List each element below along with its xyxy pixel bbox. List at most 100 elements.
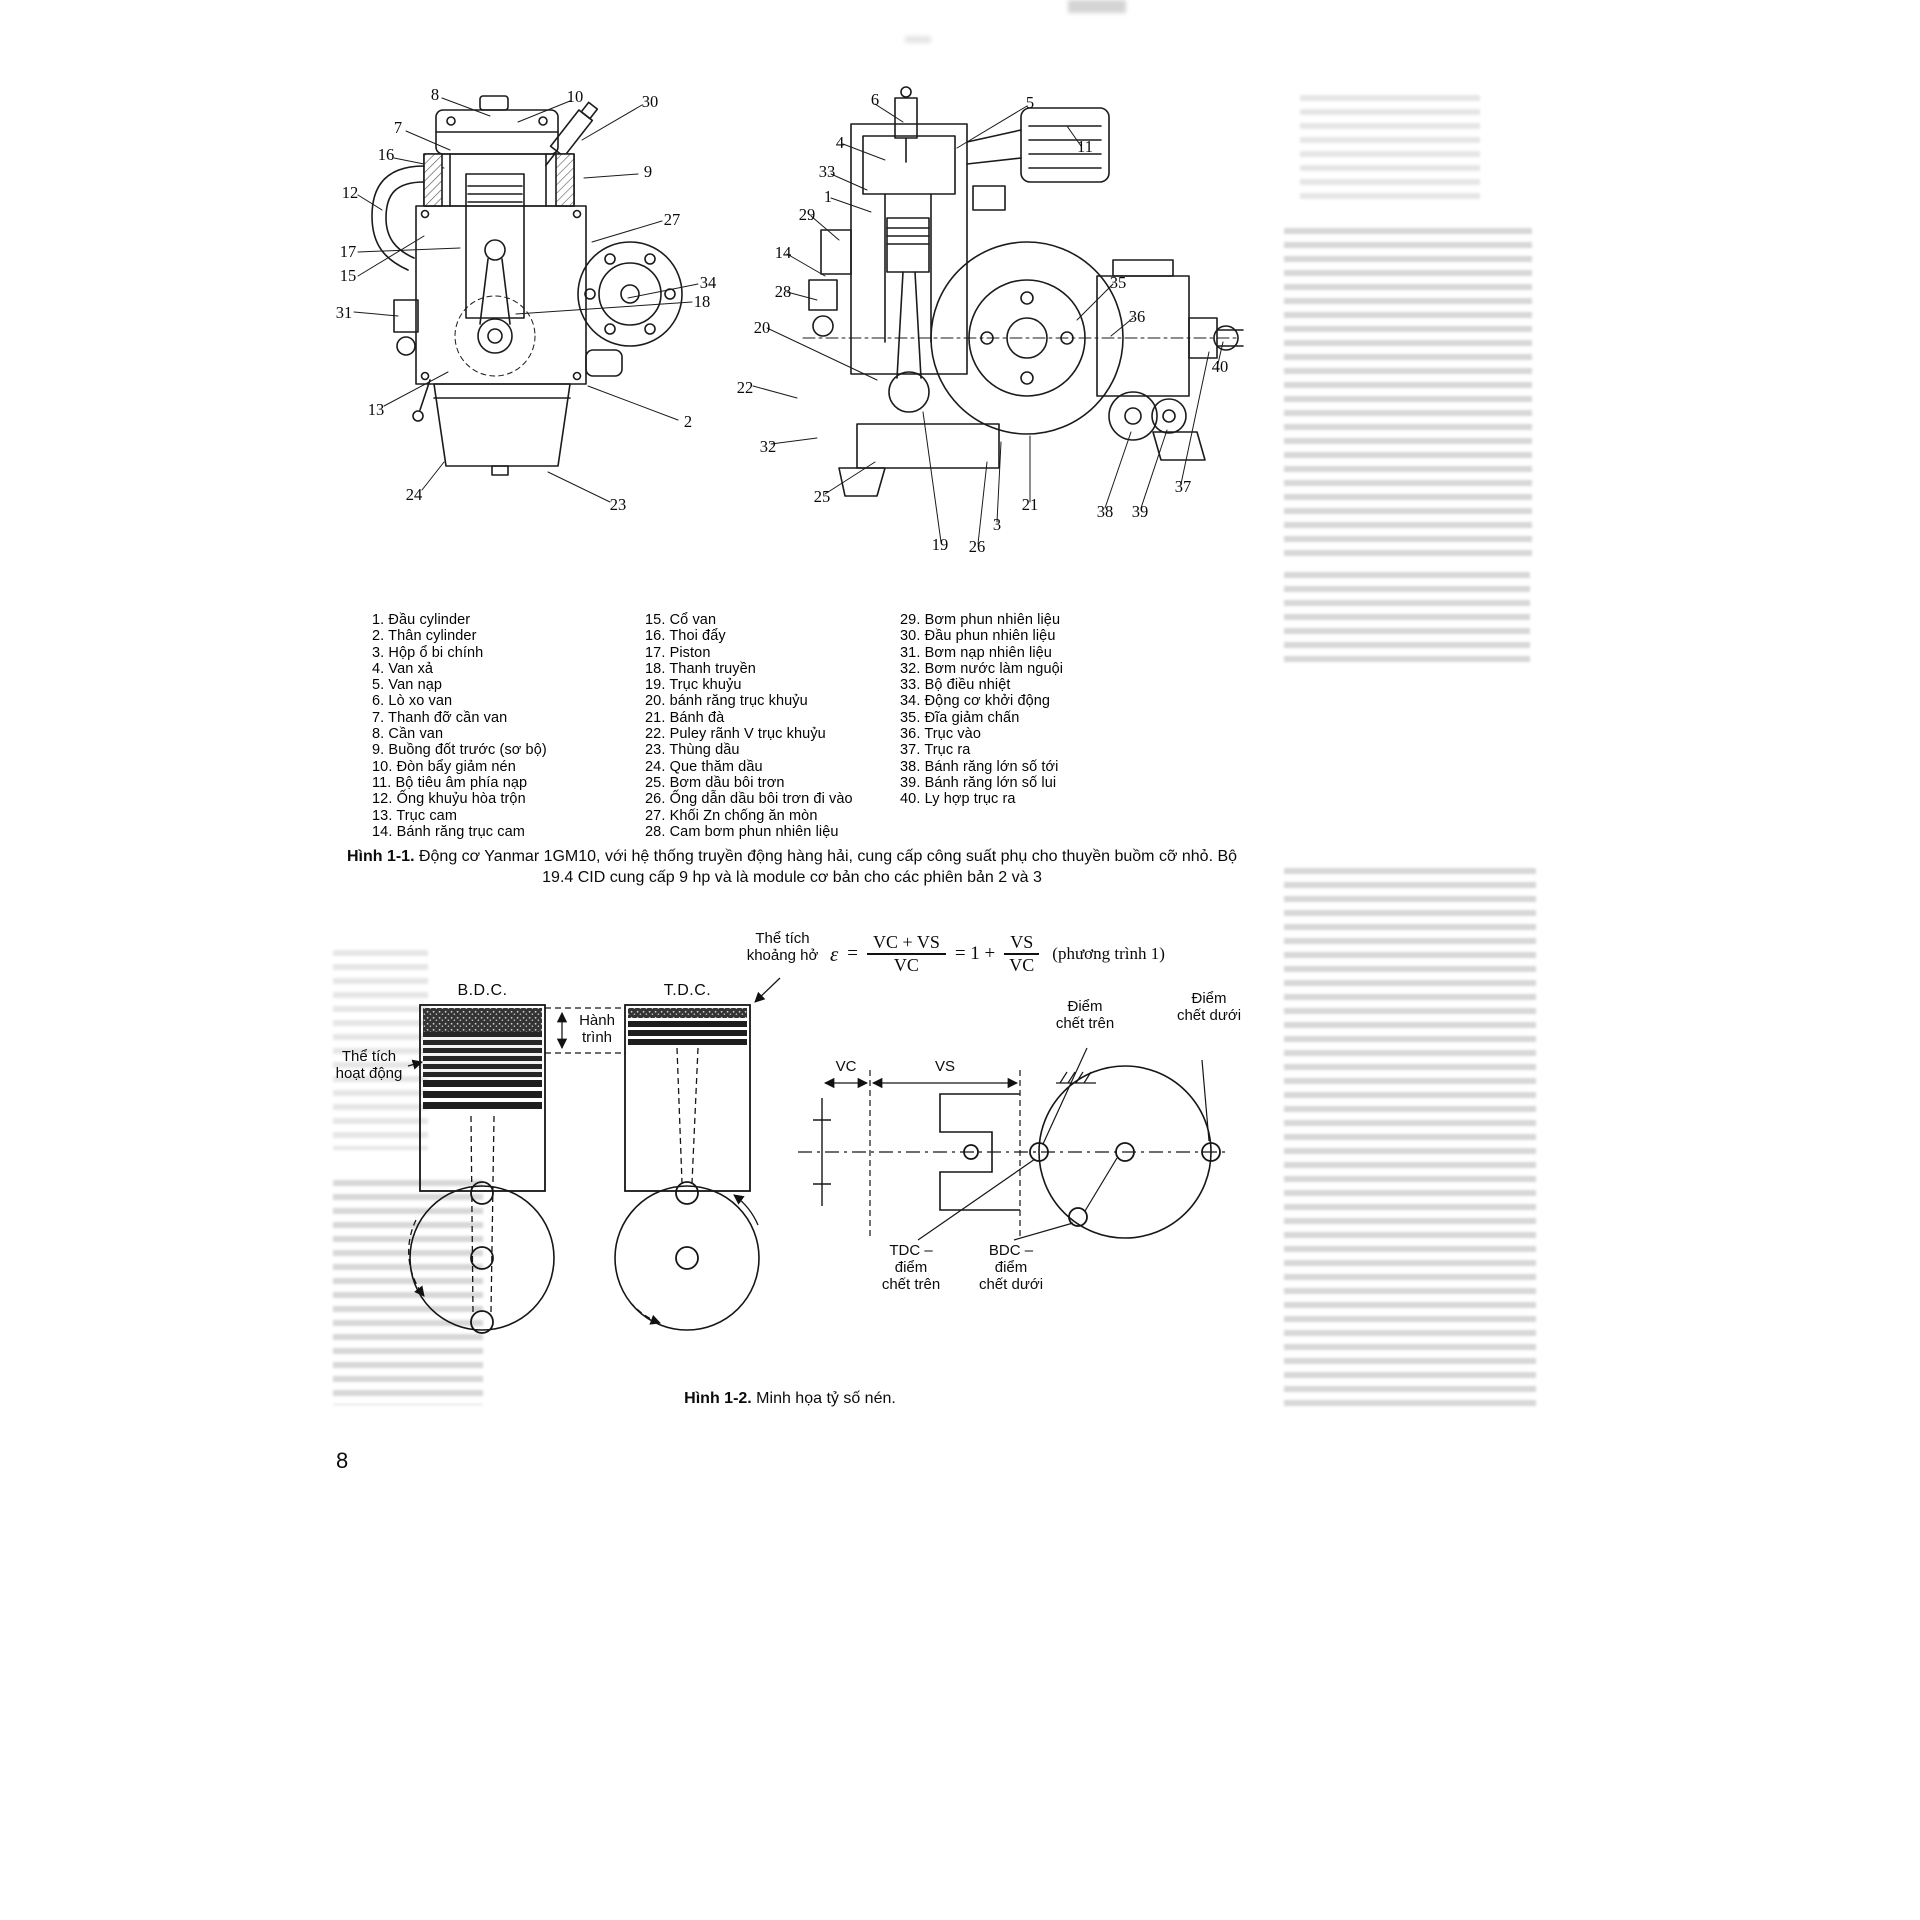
clearance-volume-label: Thể tích khoảng hở — [746, 930, 819, 964]
callout-number: 14 — [774, 243, 792, 262]
callout-number: 30 — [641, 92, 659, 111]
equation-note: (phương trình 1) — [1052, 944, 1165, 964]
part-item: 31. Bơm nạp nhiên liệu — [900, 644, 1052, 661]
callout-number: 26 — [968, 537, 986, 556]
callout-number: 2 — [683, 412, 693, 431]
callout-number: 25 — [813, 487, 831, 506]
part-item: 33. Bộ điều nhiệt — [900, 677, 1011, 694]
figure-caption-label: Hình 1-1. — [346, 848, 415, 865]
callout-number: 8 — [430, 85, 440, 104]
callout-number: 12 — [341, 183, 359, 202]
callout-number: 21 — [1021, 495, 1039, 514]
part-item: 25. Bơm dầu bôi trơn — [645, 774, 785, 791]
callout-number: 10 — [566, 87, 584, 106]
bleed-through-text — [1300, 95, 1480, 205]
bleed-through-text — [1284, 868, 1536, 1408]
callout-number: 29 — [798, 205, 816, 224]
callout-number: 36 — [1128, 307, 1146, 326]
part-item: 30. Đầu phun nhiên liệu — [900, 628, 1056, 645]
part-item: 34. Động cơ khởi động — [900, 693, 1051, 710]
engine-front-view-drawing — [353, 95, 699, 503]
callout-number: 28 — [774, 282, 792, 301]
vs-label: VS — [934, 1058, 955, 1075]
bleed-through-text — [1284, 572, 1530, 664]
part-item: 21. Bánh đà — [645, 709, 725, 726]
part-item: 26. Ống dẫn dầu bôi trơn đi vào — [645, 791, 853, 808]
figure-1-2-caption: Hình 1-2. Minh họa tỷ số nén. — [330, 1388, 1250, 1409]
bleed-through-text — [333, 1180, 483, 1405]
callout-number: 24 — [405, 485, 423, 504]
part-item: 23. Thùng dầu — [645, 742, 740, 759]
bdc-legend: BDC – điểm chết dưới — [978, 1242, 1044, 1293]
fraction-numerator: VS — [1004, 932, 1040, 956]
fraction-denominator: VC — [893, 955, 919, 976]
part-item: 37. Trục ra — [900, 742, 971, 759]
compression-ratio-drawing — [407, 977, 1230, 1334]
figure-caption-label: Hình 1-2. — [684, 1390, 752, 1407]
scan-artifact — [905, 36, 931, 43]
callout-number: 13 — [367, 400, 385, 419]
fraction-numerator: VC + VS — [867, 932, 946, 956]
part-item: 38. Bánh răng lớn số tới — [900, 758, 1059, 775]
callout-number: 18 — [693, 292, 711, 311]
vc-label: VC — [835, 1058, 857, 1075]
callout-number: 4 — [835, 133, 845, 152]
part-item: 10. Đòn bẩy giảm nén — [372, 758, 516, 775]
epsilon-symbol: ε — [830, 941, 839, 966]
part-item: 14. Bánh răng trục cam — [372, 823, 525, 840]
part-item: 16. Thoi đẩy — [645, 628, 726, 645]
equals-one-plus: = 1 + — [954, 943, 996, 965]
callout-number: 1 — [823, 187, 833, 206]
callout-number: 39 — [1131, 502, 1149, 521]
part-item: 12. Ống khuỷu hòa trộn — [372, 791, 526, 808]
compression-ratio-equation: ε = VC + VS VC = 1 + VS VC (phương trình… — [830, 932, 1165, 976]
part-item: 11. Bộ tiêu âm phía nạp — [372, 774, 528, 791]
part-item: 19. Trục khuỷu — [645, 677, 742, 694]
part-item: 5. Van nạp — [372, 677, 443, 694]
fraction-vcvs-over-vc: VC + VS VC — [867, 932, 946, 976]
callout-number: 33 — [818, 162, 836, 181]
part-item: 29. Bơm phun nhiên liệu — [900, 612, 1061, 628]
callout-number: 27 — [663, 210, 681, 229]
callout-number: 7 — [393, 118, 403, 137]
callout-number: 9 — [643, 162, 653, 181]
stroke-label: Hành trình — [579, 1012, 615, 1046]
bdc-title: B.D.C. — [457, 982, 508, 999]
part-item: 1. Đầu cylinder — [372, 612, 471, 628]
part-item: 27. Khối Zn chống ăn mòn — [645, 807, 818, 824]
callout-number: 5 — [1025, 93, 1035, 112]
figure-caption-text: Động cơ Yanmar 1GM10, với hệ thống truyề… — [414, 848, 1238, 886]
callout-number: 17 — [339, 242, 357, 261]
callout-number: 38 — [1096, 502, 1114, 521]
part-item: 28. Cam bơm phun nhiên liệu — [645, 823, 839, 840]
tdc-title: T.D.C. — [663, 982, 712, 999]
part-item: 17. Piston — [645, 644, 711, 661]
callout-number: 20 — [753, 318, 771, 337]
part-item: 6. Lò xo van — [372, 693, 453, 710]
part-item: 20. bánh răng trục khuỷu — [645, 693, 808, 710]
page-number: 8 — [336, 1448, 349, 1473]
callout-number: 6 — [870, 90, 880, 109]
fraction-denominator: VC — [1009, 955, 1035, 976]
working-volume-label: Thể tích hoạt động — [335, 1048, 403, 1082]
callout-number: 3 — [992, 515, 1002, 534]
part-item: 7. Thanh đỡ cần van — [372, 709, 508, 726]
part-item: 2. Thân cylinder — [372, 628, 477, 645]
callout-number: 23 — [609, 495, 627, 514]
tdc-legend: TDC – điểm chết trên — [881, 1242, 941, 1293]
callout-number: 16 — [377, 145, 395, 164]
part-item: 36. Trục vào — [900, 726, 981, 743]
part-item: 22. Puley rãnh V trục khuỷu — [645, 726, 826, 743]
bleed-through-text — [1284, 228, 1532, 558]
callout-number: 15 — [339, 266, 357, 285]
equals-sign: = — [847, 943, 858, 965]
figure-caption-text: Minh họa tỷ số nén. — [751, 1390, 896, 1407]
bleed-through-text — [333, 950, 428, 1150]
fraction-vs-over-vc: VS VC — [1004, 932, 1040, 976]
callout-number: 11 — [1077, 137, 1093, 156]
